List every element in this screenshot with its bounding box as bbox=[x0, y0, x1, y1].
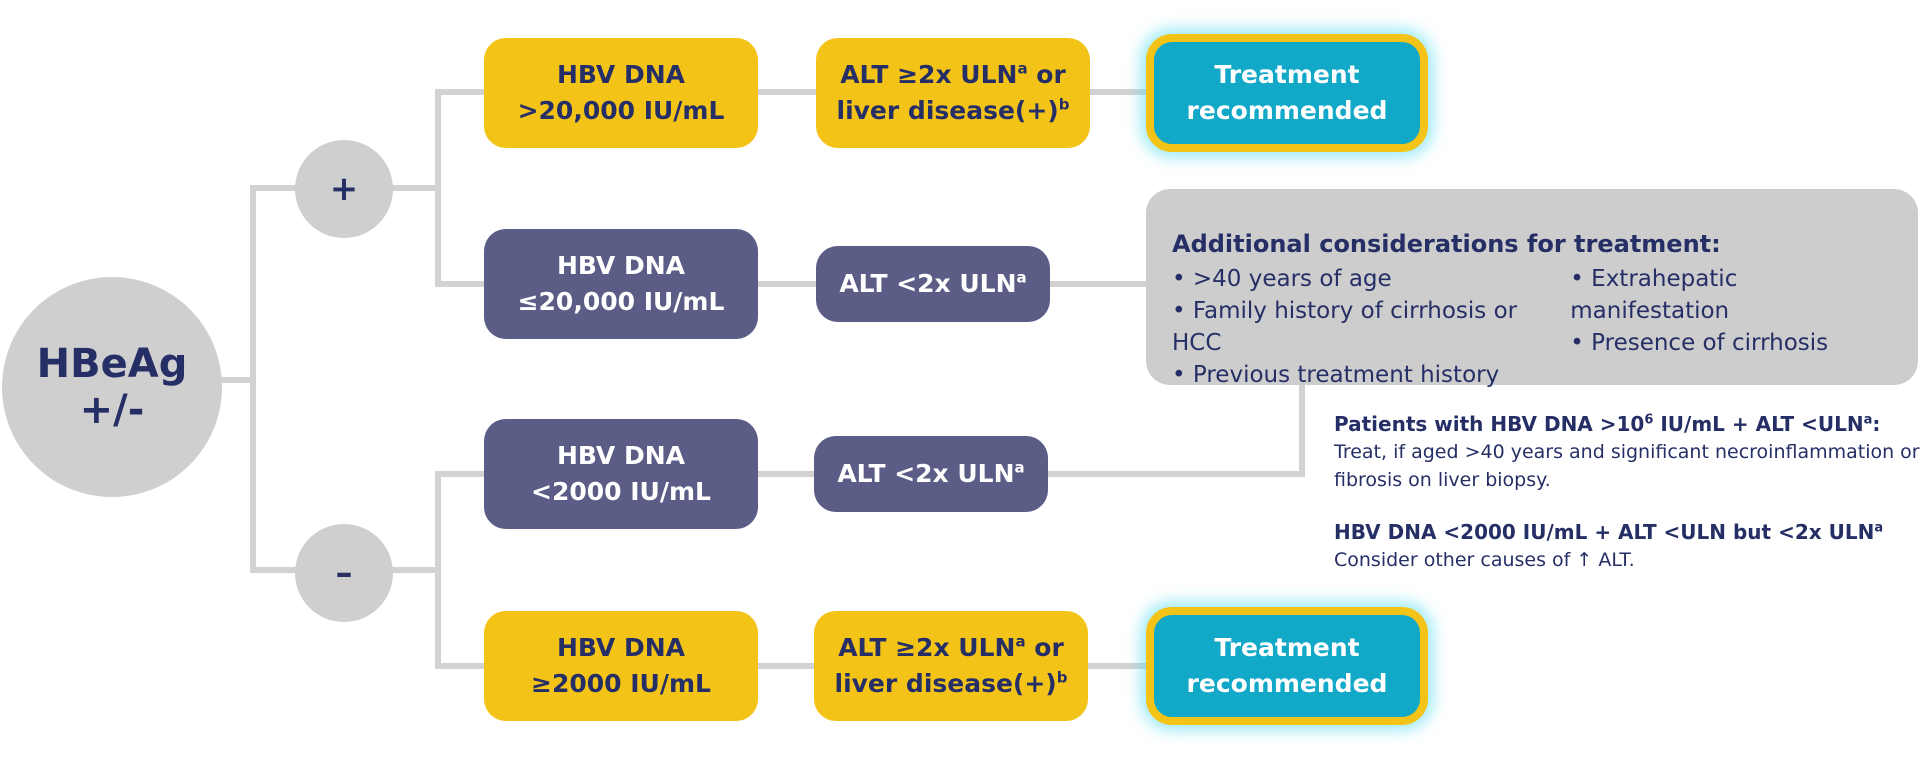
positive-label: + bbox=[329, 169, 359, 209]
dna-box-row2: HBV DNA ≤20,000 IU/mL bbox=[484, 229, 758, 339]
negative-branch-connector bbox=[388, 471, 489, 669]
positive-circle: + bbox=[295, 140, 393, 238]
note-title: HBV DNA <2000 IU/mL + ALT <ULN but <2x U… bbox=[1334, 520, 1884, 544]
row3-connector bbox=[753, 381, 1305, 477]
hbeag-label: HBeAg bbox=[36, 341, 188, 387]
consideration-item: Extrahepatic manifestation bbox=[1570, 263, 1894, 327]
consideration-item: Previous treatment history bbox=[1172, 359, 1570, 391]
treatment-box-row4: Treatment recommended bbox=[1146, 607, 1428, 725]
note-title: Patients with HBV DNA >106 IU/mL + ALT <… bbox=[1334, 412, 1881, 436]
note-body: Consider other causes of ↑ ALT. bbox=[1334, 549, 1635, 571]
footnotes: Patients with HBV DNA >106 IU/mL + ALT <… bbox=[1334, 410, 1920, 598]
treatment-box-row1: Treatment recommended bbox=[1146, 34, 1428, 152]
considerations-title: Additional considerations for treatment: bbox=[1172, 230, 1721, 258]
alt-line1: ALT <2x ULNa bbox=[837, 458, 1025, 488]
consideration-item: Presence of cirrhosis bbox=[1570, 327, 1894, 359]
dna-title: HBV DNA bbox=[556, 60, 686, 89]
alt-line1: ALT ≥2x ULNa or bbox=[840, 59, 1066, 89]
dna-title: HBV DNA bbox=[556, 633, 686, 662]
negative-circle: – bbox=[295, 524, 393, 622]
alt-line1: ALT ≥2x ULNa or bbox=[838, 632, 1064, 662]
alt-box-row4: ALT ≥2x ULNa or liver disease(+)b bbox=[814, 611, 1088, 721]
treatment-line2: recommended bbox=[1186, 669, 1388, 698]
note-body: Treat, if aged >40 years and significant… bbox=[1334, 441, 1920, 491]
dna-threshold: >20,000 IU/mL bbox=[517, 96, 725, 125]
alt-box-row2: ALT <2x ULNa bbox=[816, 246, 1050, 322]
consideration-item: Family history of cirrhosis or HCC bbox=[1172, 295, 1570, 359]
dna-title: HBV DNA bbox=[556, 251, 686, 280]
alt-line1: ALT <2x ULNa bbox=[839, 268, 1027, 298]
treatment-line1: Treatment bbox=[1214, 60, 1360, 89]
dna-box-row1: HBV DNA >20,000 IU/mL bbox=[484, 38, 758, 148]
alt-box-row3: ALT <2x ULNa bbox=[814, 436, 1048, 512]
dna-threshold: ≥2000 IU/mL bbox=[531, 669, 711, 698]
dna-box-row3: HBV DNA <2000 IU/mL bbox=[484, 419, 758, 529]
dna-box-row4: HBV DNA ≥2000 IU/mL bbox=[484, 611, 758, 721]
dna-threshold: ≤20,000 IU/mL bbox=[517, 287, 725, 316]
dna-title: HBV DNA bbox=[556, 441, 686, 470]
considerations-right-list: Extrahepatic manifestation Presence of c… bbox=[1570, 263, 1894, 391]
hbeag-sign-label: +/- bbox=[79, 387, 145, 433]
considerations-left-list: >40 years of age Family history of cirrh… bbox=[1172, 263, 1570, 391]
treatment-line1: Treatment bbox=[1214, 633, 1360, 662]
note-high-dna: Patients with HBV DNA >106 IU/mL + ALT <… bbox=[1334, 410, 1920, 494]
alt-box-row1: ALT ≥2x ULNa or liver disease(+)b bbox=[816, 38, 1090, 148]
root-connector bbox=[217, 185, 300, 573]
alt-line2: liver disease(+)b bbox=[836, 95, 1070, 125]
positive-branch-connector bbox=[388, 89, 489, 287]
considerations-panel: Additional considerations for treatment:… bbox=[1146, 189, 1918, 388]
note-low-dna: HBV DNA <2000 IU/mL + ALT <ULN but <2x U… bbox=[1334, 518, 1920, 574]
dna-threshold: <2000 IU/mL bbox=[531, 477, 711, 506]
alt-line2: liver disease(+)b bbox=[834, 668, 1068, 698]
consideration-item: >40 years of age bbox=[1172, 263, 1570, 295]
treatment-line2: recommended bbox=[1186, 96, 1388, 125]
negative-label: – bbox=[335, 553, 353, 593]
considerations-columns: >40 years of age Family history of cirrh… bbox=[1172, 263, 1894, 391]
hbeag-circle: HBeAg +/- bbox=[2, 277, 222, 497]
